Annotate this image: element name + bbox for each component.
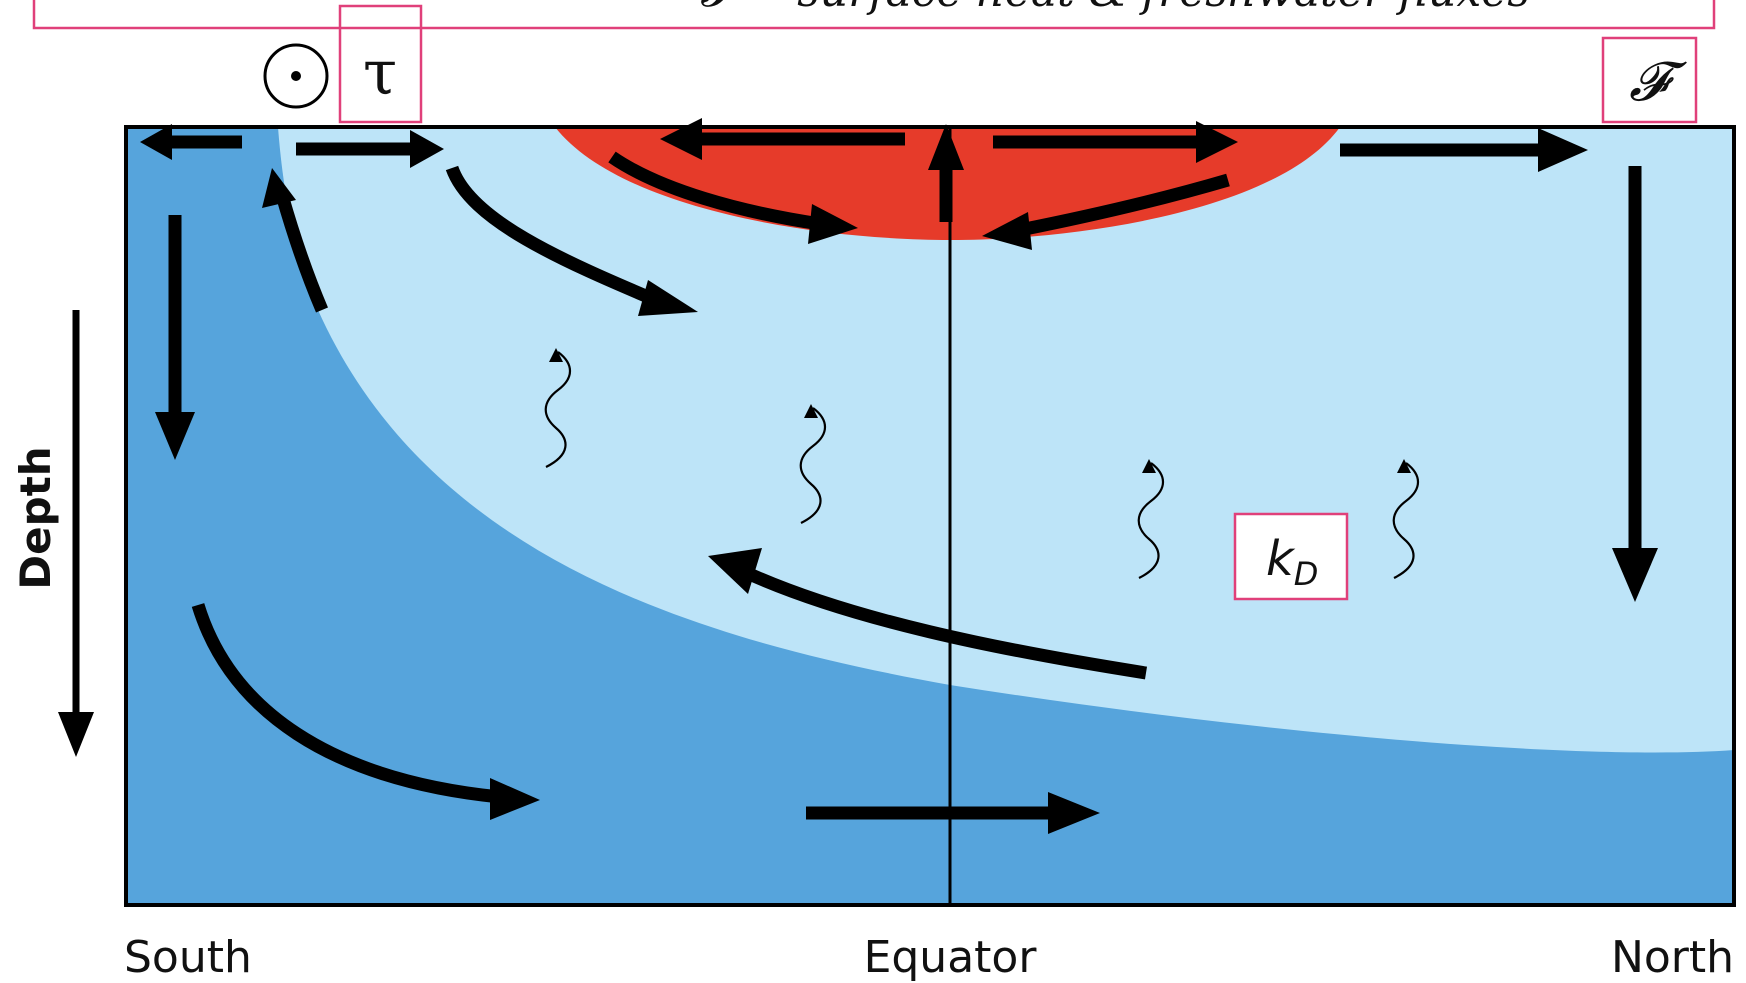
north-label: North — [1611, 932, 1734, 983]
out-of-page-icon — [263, 43, 329, 109]
diffusion-squiggles — [544, 348, 1420, 579]
arrow-interior-return — [742, 566, 1148, 680]
squiggle-arrow — [1137, 459, 1165, 579]
south-label: South — [124, 932, 252, 983]
squiggle-arrow — [799, 404, 827, 524]
depth-axis: Depth — [11, 310, 94, 757]
squiggle-arrow — [1392, 459, 1420, 579]
kd-box — [1233, 512, 1349, 601]
tank-border — [124, 125, 1736, 907]
wind-stress-symbol: τ — [263, 4, 423, 124]
depth-arrowhead-icon — [58, 712, 94, 757]
circulation-arrows — [140, 118, 1658, 834]
ocean-tank — [126, 127, 1734, 905]
squiggle-arrow — [544, 348, 572, 468]
upper-water-layer — [278, 127, 1734, 753]
arrow-deep-south-curve — [191, 603, 501, 804]
tau-label: τ — [363, 36, 397, 109]
header-text: 𝓕 = surface heat & freshwater fluxes — [700, 0, 1530, 17]
flux-symbol: 𝓕 — [1601, 36, 1698, 124]
depth-label: Depth — [11, 446, 60, 589]
arrow-subduction — [445, 165, 663, 308]
header-banner: 𝓕 = surface heat & freshwater fluxes — [32, 0, 1716, 30]
arrow-pool-convergence-right — [1018, 173, 1230, 237]
tau-box — [338, 4, 423, 124]
flux-box — [1601, 36, 1698, 124]
kd-symbol: kD — [1233, 512, 1349, 601]
arrow-pool-convergence-left — [608, 151, 821, 231]
arrow-south-upwelling — [275, 193, 328, 313]
flux-label: 𝓕 — [1629, 50, 1687, 113]
kd-label: kD — [1266, 531, 1318, 593]
equator-label: Equator — [864, 932, 1038, 983]
